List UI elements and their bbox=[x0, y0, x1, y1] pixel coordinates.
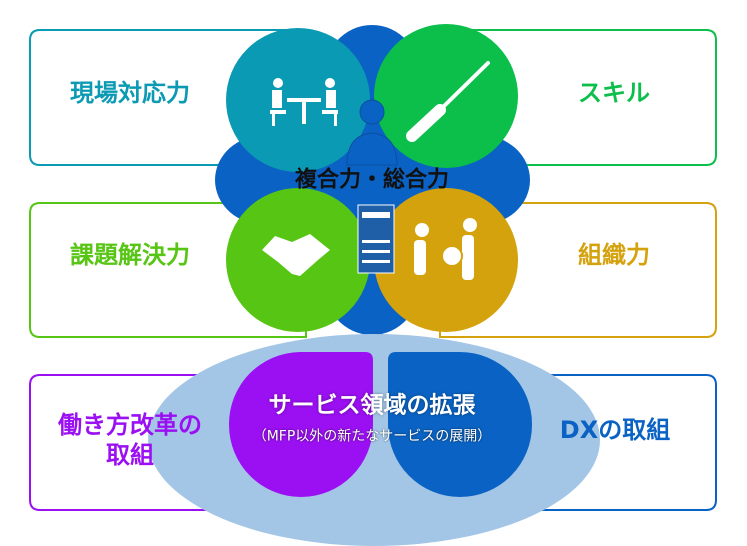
teamwork-icon bbox=[414, 218, 477, 280]
label-work-style-line2: 取組 bbox=[106, 441, 154, 469]
label-work-style-line1: 働き方改革の bbox=[58, 411, 202, 439]
label-skill: スキル bbox=[578, 79, 650, 107]
screwdriver-icon bbox=[406, 61, 490, 142]
meeting-icon bbox=[270, 78, 338, 126]
mfp-printer-icon bbox=[357, 204, 395, 274]
label-field-response: 現場対応力 bbox=[70, 79, 190, 107]
box-organization bbox=[439, 202, 717, 338]
service-blue-shape bbox=[388, 351, 533, 497]
box-field-response bbox=[29, 29, 310, 166]
label-dx: DXの取組 bbox=[559, 416, 671, 444]
petal-green bbox=[374, 24, 518, 168]
label-work-style: 働き方改革の 取組 bbox=[58, 410, 202, 470]
box-problem-solving bbox=[29, 202, 310, 338]
box-dx bbox=[440, 374, 717, 511]
label-problem-solving: 課題解決力 bbox=[70, 241, 190, 269]
person-icon bbox=[346, 99, 398, 166]
service-purple-shape bbox=[228, 352, 373, 497]
label-organization: 組織力 bbox=[578, 241, 650, 269]
box-work-style bbox=[29, 374, 310, 511]
service-title: サービス領域の拡張 bbox=[268, 392, 476, 419]
service-subtitle: （MFP以外の新たなサービスの展開） bbox=[252, 428, 492, 445]
handshake-icon bbox=[262, 234, 330, 276]
center-label: 複合力・総合力 bbox=[294, 167, 450, 193]
box-skill bbox=[440, 29, 717, 166]
